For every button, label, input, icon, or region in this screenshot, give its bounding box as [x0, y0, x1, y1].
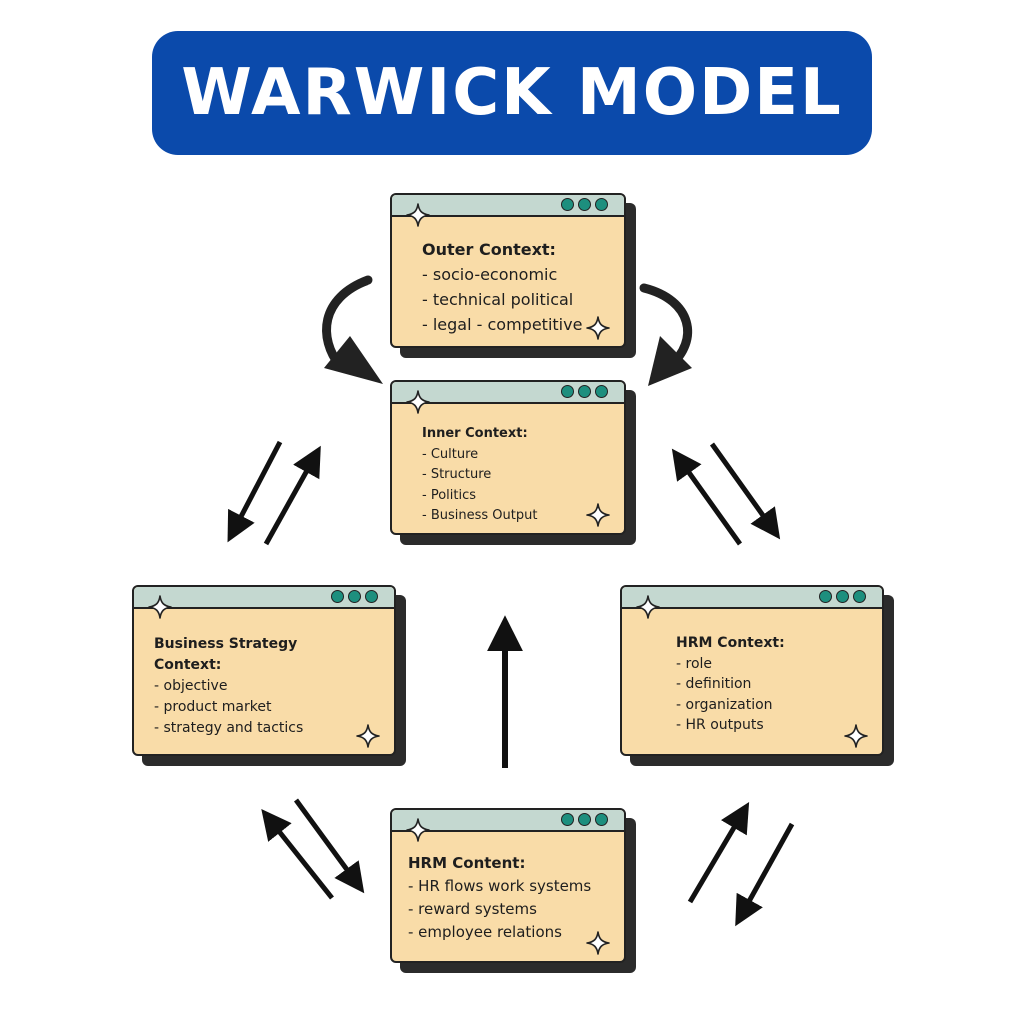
arrow-content-to-hrmctx	[687, 801, 750, 904]
window-dot-icon	[836, 590, 849, 603]
list-item: - strategy and tactics	[154, 720, 304, 736]
list-item: - HR outputs	[676, 717, 764, 733]
curved-arrow-right	[639, 283, 693, 386]
inner-context-heading: Inner Context:	[422, 426, 528, 441]
window-dot-icon	[853, 590, 866, 603]
hrm-context-window: HRM Context: - role - definition - organ…	[620, 585, 894, 766]
window-dot-icon	[331, 590, 344, 603]
list-item: - technical political	[422, 290, 574, 309]
curved-arrow-left	[322, 275, 383, 384]
window-dot-icon	[561, 385, 574, 398]
hrm-content-window: HRM Content: - HR flows work systems - r…	[390, 808, 636, 973]
window-titlebar	[622, 587, 882, 609]
list-item: - definition	[676, 676, 752, 692]
sparkle-icon	[586, 931, 610, 955]
inner-context-window: Inner Context: - Culture - Structure - P…	[390, 380, 636, 545]
arrow-hrmctx-to-content	[735, 822, 795, 927]
sparkle-icon	[356, 724, 380, 748]
page-title: WARWICK MODEL	[181, 56, 843, 130]
list-item: - socio-economic	[422, 265, 558, 284]
list-item: - organization	[676, 696, 773, 713]
arrow-inner-to-hrmctx	[709, 442, 781, 540]
list-item: - legal - competitive	[422, 315, 583, 334]
list-item: - Business Output	[422, 508, 538, 523]
list-item: - Politics	[422, 487, 477, 503]
outer-context-window: Outer Context: - socio-economic - techni…	[390, 193, 636, 358]
list-item: - product market	[154, 699, 272, 715]
outer-context-heading: Outer Context:	[422, 240, 556, 259]
window-dot-icon	[819, 590, 832, 603]
window-titlebar	[134, 587, 394, 609]
sparkle-icon	[406, 390, 430, 414]
list-item: - reward systems	[408, 900, 537, 918]
window-dot-icon	[561, 813, 574, 826]
arrow-strategy-to-content	[293, 798, 365, 894]
arrow-hrmctx-to-inner	[671, 448, 743, 546]
window-dot-icon	[561, 198, 574, 211]
window-titlebar	[392, 195, 624, 217]
list-item: - HR flows work systems	[408, 877, 592, 895]
hrm-context-heading: HRM Context:	[676, 635, 785, 651]
arrow-inner-to-strategy	[227, 440, 283, 543]
list-item: - employee relations	[408, 923, 562, 941]
window-dot-icon	[348, 590, 361, 603]
business-strategy-window: Business Strategy Context: - objective -…	[132, 585, 406, 766]
window-dot-icon	[578, 385, 591, 398]
window-dot-icon	[578, 813, 591, 826]
sparkle-icon	[586, 316, 610, 340]
window-titlebar	[392, 810, 624, 832]
window-dot-icon	[595, 813, 608, 826]
arrow-content-to-strategy	[261, 809, 334, 900]
list-item: - Structure	[422, 467, 492, 482]
sparkle-icon	[586, 503, 610, 527]
window-dot-icon	[595, 385, 608, 398]
list-item: - role	[676, 655, 713, 672]
sparkle-icon	[406, 818, 430, 842]
list-item: - Culture	[422, 446, 479, 462]
title-banner: WARWICK MODEL	[152, 31, 872, 155]
sparkle-icon	[148, 595, 172, 619]
sparkle-icon	[844, 724, 868, 748]
hrm-content-heading: HRM Content:	[408, 854, 526, 872]
arrow-strategy-to-inner	[263, 445, 321, 546]
sparkle-icon	[636, 595, 660, 619]
list-item: - objective	[154, 678, 228, 694]
window-titlebar	[392, 382, 624, 404]
sparkle-icon	[406, 203, 430, 227]
window-dot-icon	[365, 590, 378, 603]
business-strategy-heading: Business Strategy	[154, 636, 298, 652]
window-dot-icon	[595, 198, 608, 211]
business-strategy-heading-2: Context:	[154, 657, 222, 673]
window-dot-icon	[578, 198, 591, 211]
